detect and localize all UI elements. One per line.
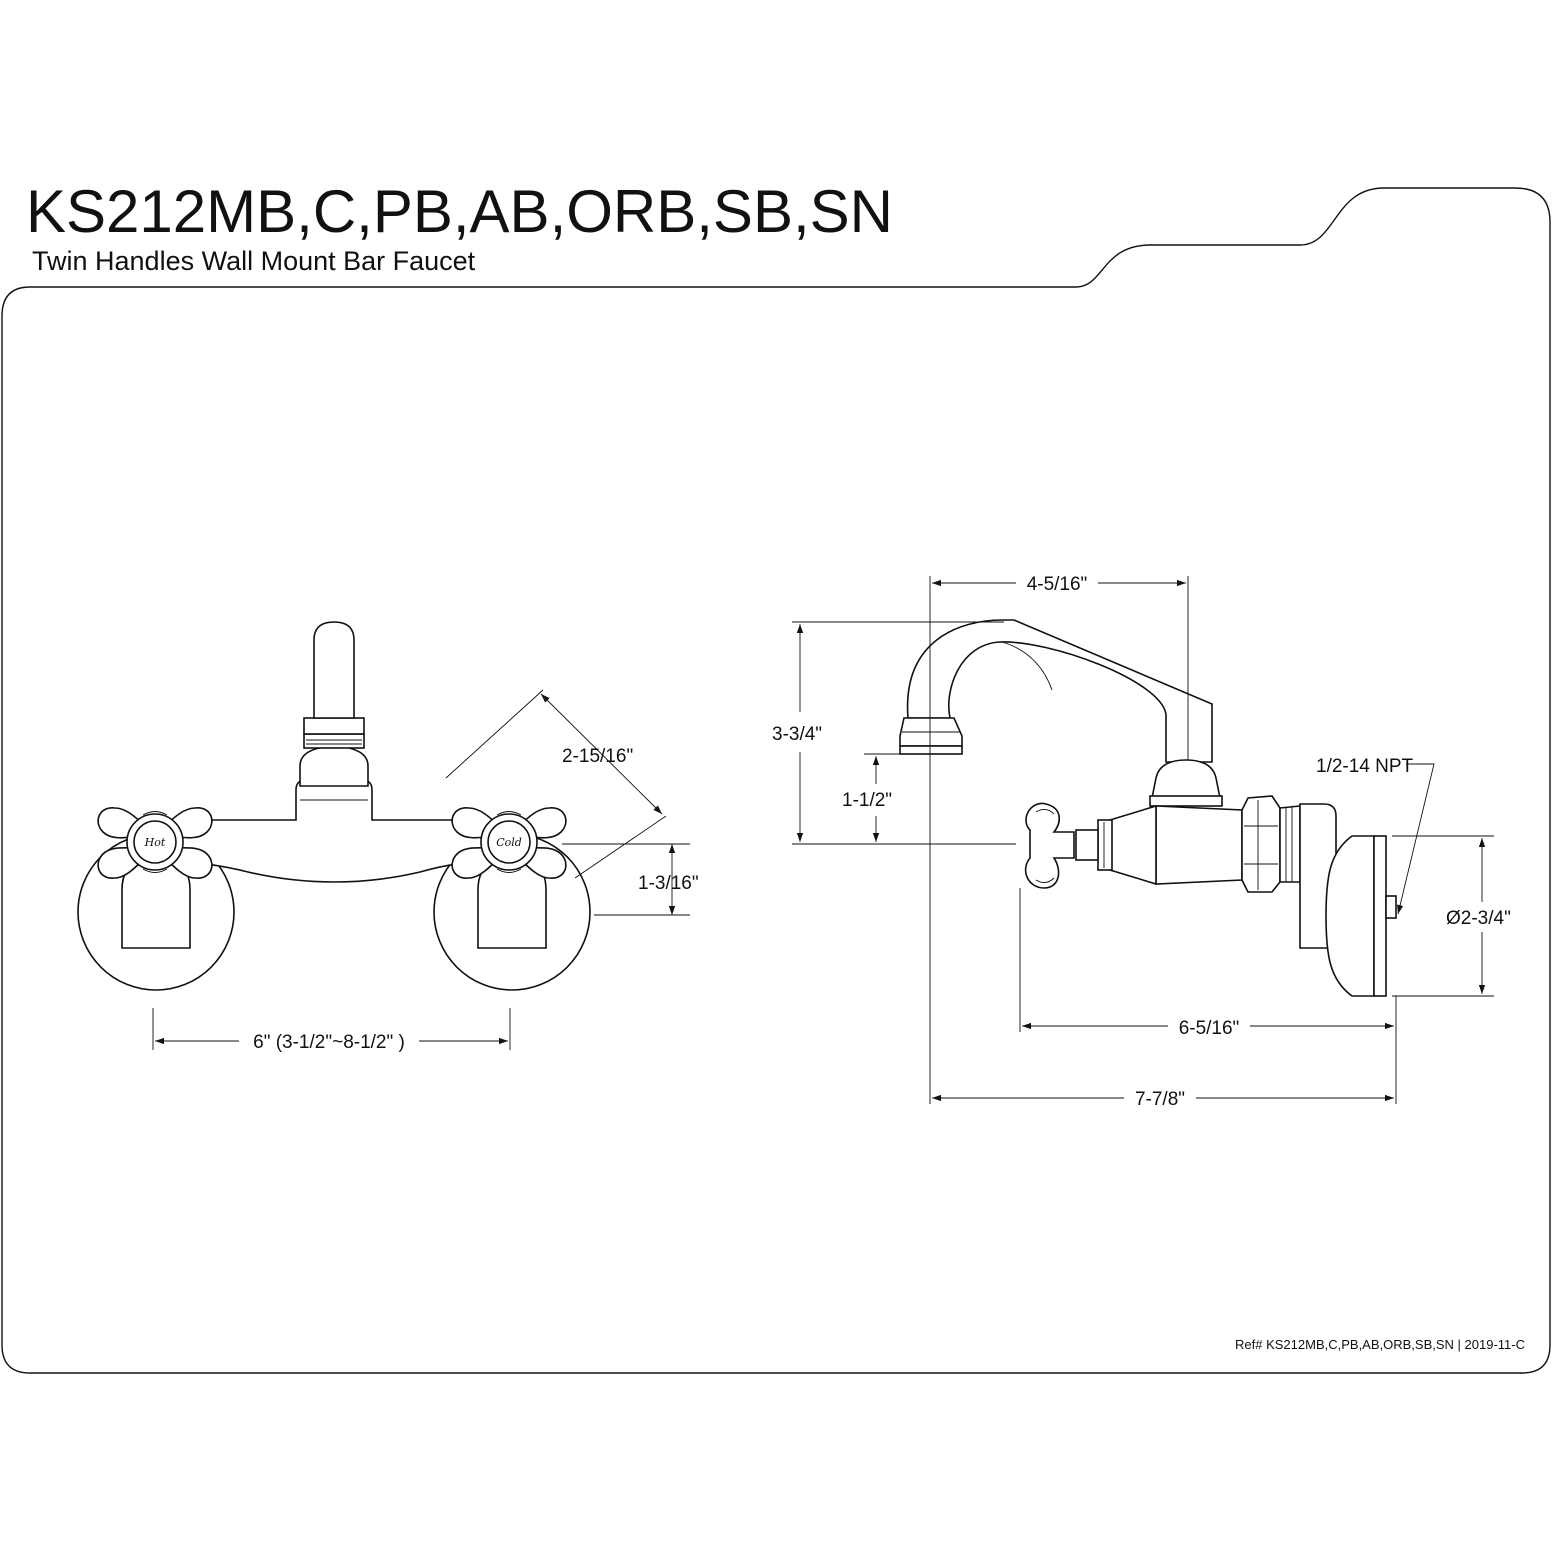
dim-flange: Ø2-3/4": [1446, 908, 1511, 929]
sheet-frame: [1, 187, 1551, 1374]
wall-flange: [1325, 835, 1375, 997]
dim-thread: 1/2-14 NPT: [1316, 756, 1414, 777]
side-body: [1155, 805, 1243, 885]
side-view-drawing: [899, 619, 1397, 997]
dim-handle-depth: 6-5/16": [1179, 1018, 1240, 1039]
front-view-dimensions: 2-15/16" 1-3/16" 6" (3-1/2"~8-1/2" ): [152, 689, 699, 1053]
dim-height: 1-3/16": [638, 873, 699, 894]
dim-total-height: 3-3/4": [772, 724, 822, 745]
dim-spacing: 6" (3-1/2"~8-1/2" ): [253, 1032, 405, 1053]
cold-label: Cold: [496, 836, 522, 849]
page-subtitle: Twin Handles Wall Mount Bar Faucet: [32, 246, 476, 276]
dim-total-depth: 7-7/8": [1135, 1089, 1185, 1110]
spout-front: [313, 621, 355, 719]
spout-side: [906, 619, 1213, 763]
dim-reach: 4-5/16": [1027, 574, 1088, 595]
reference-number: Ref# KS212MB,C,PB,AB,ORB,SB,SN | 2019-11…: [1235, 1337, 1525, 1352]
dim-diagonal: 2-15/16": [562, 746, 633, 767]
hot-label: Hot: [144, 836, 166, 849]
front-view-drawing: Hot Cold: [77, 621, 591, 991]
dim-spout-height: 1-1/2": [842, 790, 892, 811]
side-handle: [1024, 802, 1075, 889]
side-view-dimensions: 4-5/16" 3-3/4" 1-1/2" 1/2-14 NPT Ø2-3/4"…: [772, 574, 1511, 1110]
page-title: KS212MB,C,PB,AB,ORB,SB,SN: [26, 178, 893, 245]
